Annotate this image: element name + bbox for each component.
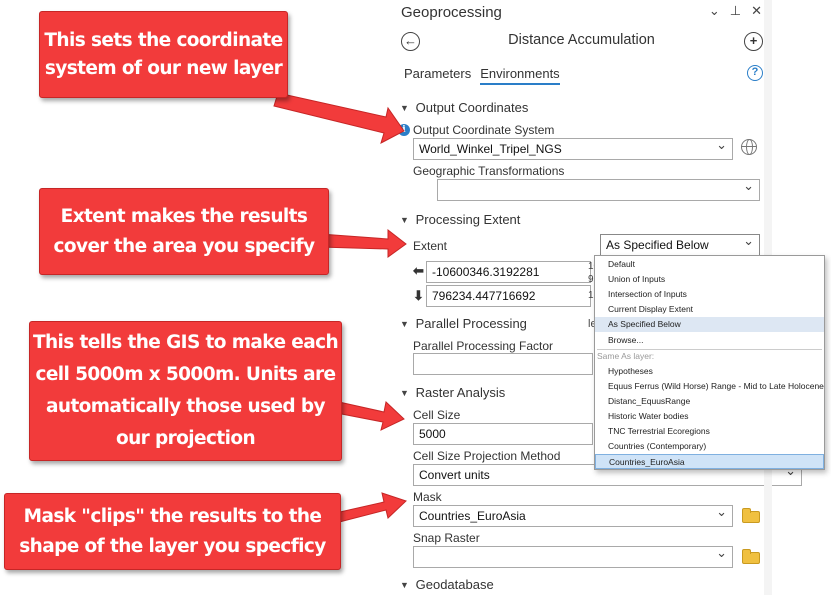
folder-icon[interactable] [742,508,760,523]
extent-left-value: -10600346.3192281 [432,265,540,279]
extent-right-partial: 96 [588,274,598,285]
down-arrow-icon: ⬇ [413,288,424,303]
callout-line: cover the area you specify [53,235,316,257]
pane-title: Geoprocessing [401,4,502,21]
chevron-down-icon: ▼ [400,388,409,398]
snap-raster-dropdown[interactable] [413,546,733,568]
section-processing-extent[interactable]: ▼ Processing Extent [400,212,520,227]
chevron-down-icon: ▼ [400,215,409,225]
section-geodatabase[interactable]: ▼ Geodatabase [400,577,494,592]
back-arrow-icon[interactable]: ← [401,32,420,51]
menu-item-layer[interactable]: Historic Water bodies [608,411,689,421]
pin-icon[interactable]: ⊥ [729,3,742,18]
section-output-coordinates[interactable]: ▼ Output Coordinates [400,100,528,115]
section-title: Output Coordinates [415,100,529,115]
ocs-value: World_Winkel_Tripel_NGS [419,142,562,156]
callout-line: our projection [115,428,256,449]
menu-item-layer[interactable]: TNC Terrestrial Ecoregions [608,426,710,436]
menu-item-layer[interactable]: Distanc_EquusRange [608,396,691,406]
callout-line: Extent makes the results [60,205,308,227]
ocs-label: Output Coordinate System [413,123,555,137]
extent-value: As Specified Below [606,238,709,252]
callout-arrow [273,92,405,144]
callout-line: Mask "clips" the results to the [23,505,322,527]
callout-line: system of our new layer [44,57,283,79]
menu-item-intersection-of-inputs[interactable]: Intersection of Inputs [608,289,687,299]
pane-window-controls: ⌄ ⊥ ✕ [709,3,762,19]
parallel-factor-input[interactable] [413,353,593,375]
parallel-factor-label: Parallel Processing Factor [413,339,554,353]
menu-item-browse[interactable]: Browse... [608,335,644,345]
mask-label: Mask [413,490,442,504]
cell-size-value: 5000 [419,427,446,441]
tool-header: Distance Accumulation ← + [391,28,772,54]
extent-bottom-value: 796234.447716692 [432,289,536,303]
extent-dropdown-menu: Default Union of Inputs Intersection of … [594,255,825,470]
mask-value: Countries_EuroAsia [419,509,526,523]
globe-icon[interactable] [741,139,757,155]
section-title: Parallel Processing [415,316,527,331]
callout-line: This tells the GIS to make each [32,332,339,353]
extent-label: Extent [413,239,448,253]
close-icon[interactable]: ✕ [751,3,762,18]
callout-line: cell 5000m x 5000m. Units are [35,364,336,385]
mask-dropdown[interactable]: Countries_EuroAsia [413,505,733,527]
callout-output-coordinates: This sets the coordinate system of our n… [39,11,288,98]
info-icon[interactable]: i [398,124,410,136]
section-raster-analysis[interactable]: ▼ Raster Analysis [400,385,505,400]
tab-parameters[interactable]: Parameters [404,66,472,81]
pane-options-icon[interactable]: ⌄ [708,3,720,18]
menu-item-union-of-inputs[interactable]: Union of Inputs [608,274,666,284]
projection-method-label: Cell Size Projection Method [413,449,561,463]
menu-header-same-as-layer: Same As layer: [597,351,655,361]
tool-title: Distance Accumulation [508,32,655,48]
section-parallel-processing[interactable]: ▼ Parallel Processing [400,316,527,331]
parallel-partial: le [588,318,597,330]
callout-line: automatically those used by [45,396,326,417]
callout-cell-size: This tells the GIS to make each cell 500… [29,321,342,461]
menu-item-layer[interactable]: Countries (Contemporary) [608,441,707,451]
section-title: Raster Analysis [415,385,506,400]
geo-trans-label: Geographic Transformations [413,164,565,178]
folder-icon[interactable] [742,549,760,564]
menu-item-current-display-extent[interactable]: Current Display Extent [608,304,694,314]
help-icon[interactable]: ? [747,65,763,81]
chevron-down-icon: ▼ [400,580,409,590]
tool-tabs: Parameters Environments [404,66,560,85]
cell-size-label: Cell Size [413,408,461,422]
menu-item-as-specified-below[interactable]: As Specified Below [595,317,824,332]
section-title: Processing Extent [415,212,521,227]
chevron-down-icon: ▼ [400,319,409,329]
chevron-down-icon: ▼ [400,103,409,113]
tab-environments[interactable]: Environments [480,66,560,85]
menu-item-layer[interactable]: Equus Ferrus (Wild Horse) Range - Mid to… [608,381,824,391]
geo-trans-dropdown[interactable] [437,179,760,201]
extent-partial: 1 [588,290,594,301]
menu-item-countries-euroasia[interactable]: Countries_EuroAsia [595,454,824,469]
cell-size-input[interactable]: 5000 [413,423,593,445]
extent-left-input[interactable]: -10600346.3192281 [426,261,591,283]
section-title: Geodatabase [415,577,494,592]
extent-dropdown[interactable]: As Specified Below [600,234,760,256]
callout-mask: Mask "clips" the results to the shape of… [4,493,341,570]
callout-extent: Extent makes the results cover the area … [39,188,329,275]
extent-bottom-input[interactable]: 796234.447716692 [426,285,591,307]
menu-divider [597,349,822,350]
menu-item-default[interactable]: Default [608,259,635,269]
projection-method-value: Convert units [419,468,490,482]
snap-raster-label: Snap Raster [413,531,480,545]
callout-line: This sets the coordinate [44,29,283,51]
plus-icon[interactable]: + [744,32,763,51]
menu-item-layer[interactable]: Hypotheses [608,366,653,376]
left-arrow-icon: ⬅ [413,263,424,278]
extent-top-partial: 10 [588,261,598,272]
ocs-dropdown[interactable]: World_Winkel_Tripel_NGS [413,138,733,160]
callout-line: shape of the layer you specficy [19,535,326,557]
